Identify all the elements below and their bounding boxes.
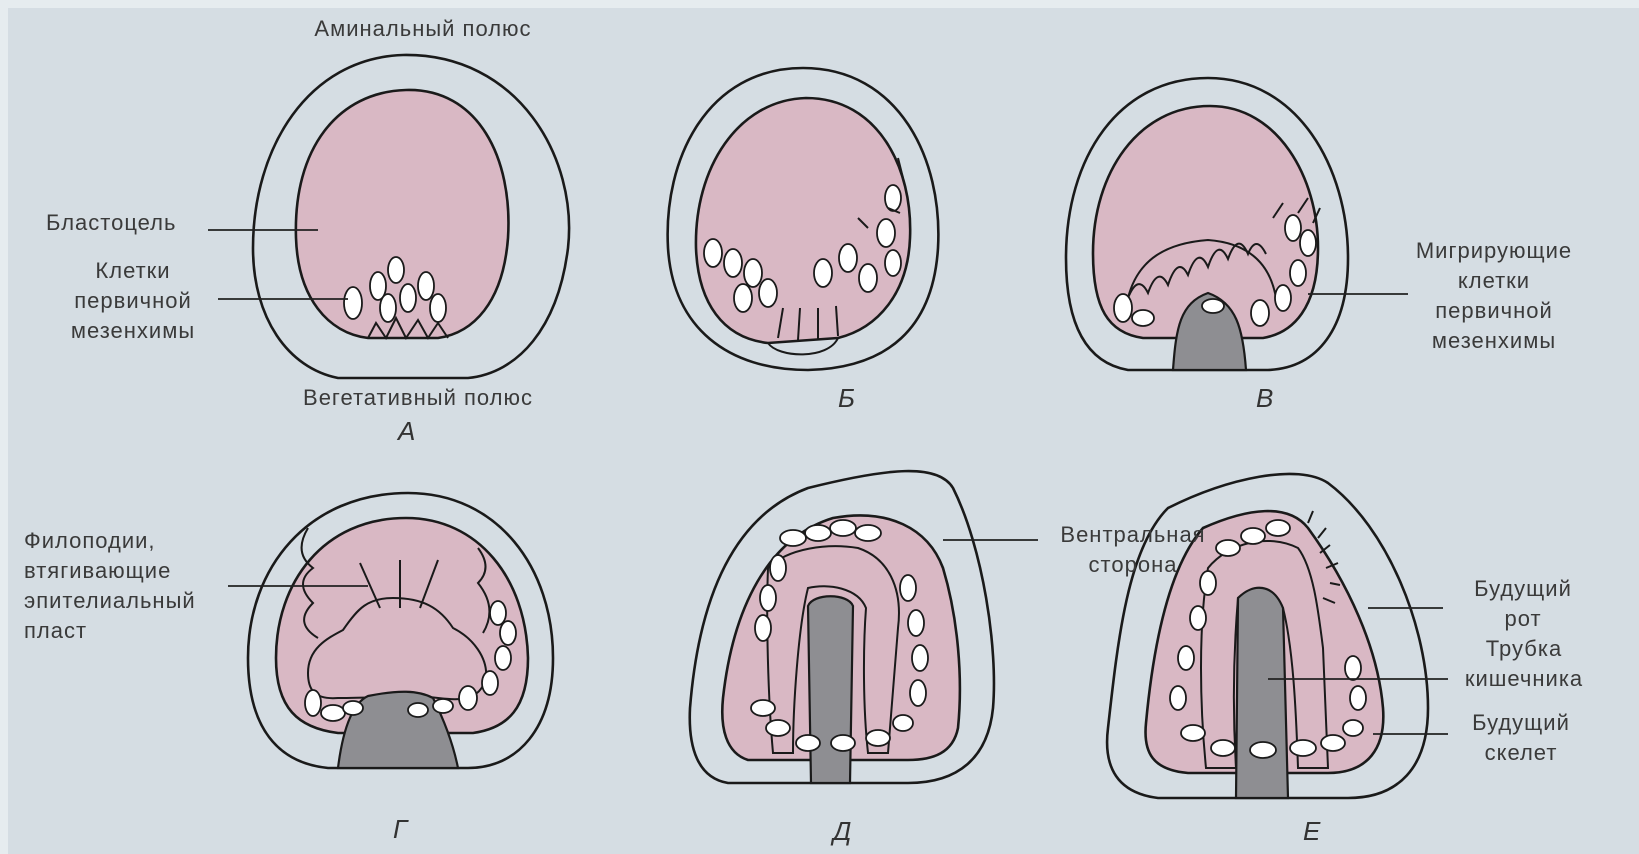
embryo-b: [668, 68, 939, 370]
panel-letter-d: Г: [393, 814, 407, 845]
embryo-drawings: [8, 8, 1639, 854]
embryo-c: [1066, 78, 1348, 370]
embryo-a: [253, 55, 569, 378]
panel-letter-e: Д: [833, 816, 851, 847]
label-future-mouth: Будущий рот: [1448, 574, 1598, 634]
label-ventral-side: Вентральная сторона: [1038, 520, 1228, 580]
panel-letter-c: В: [1256, 383, 1273, 414]
panel-letter-f: Е: [1303, 816, 1320, 847]
embryo-e: [690, 471, 994, 783]
label-migrating-mesenchyme: Мигрирующие клетки первичной мезенхимы: [1386, 236, 1602, 356]
label-vegetal-pole: Вегетативный полюс: [263, 383, 573, 413]
label-animal-pole: Аминальный полюс: [273, 14, 573, 44]
label-future-skeleton: Будущий скелет: [1446, 708, 1596, 768]
label-gut-tube: Трубка кишечника: [1444, 634, 1604, 694]
embryo-d: [248, 493, 553, 768]
label-primary-mesenchyme: Клетки первичной мезенхимы: [48, 256, 218, 346]
label-filopodia: Филоподии, втягивающие эпителиальный пла…: [24, 526, 196, 646]
panel-letter-b: Б: [838, 383, 855, 414]
panel-letter-a: А: [398, 416, 415, 447]
label-blastocoel: Бластоцель: [46, 208, 176, 238]
figure-canvas: Аминальный полюс Бластоцель Клетки перви…: [8, 8, 1639, 854]
